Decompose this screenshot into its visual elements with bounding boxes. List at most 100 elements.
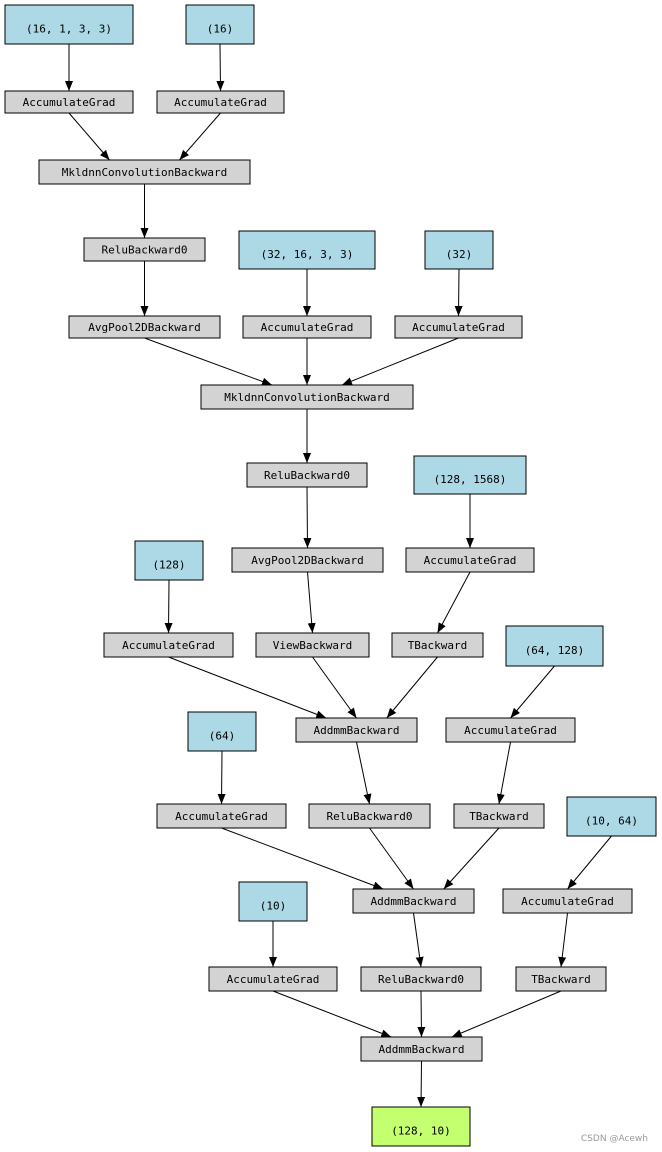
node-label: (64) — [209, 730, 236, 743]
op-node: AccumulateGrad — [103, 632, 234, 658]
edge-arrow — [341, 337, 459, 386]
op-node: ReluBackward0 — [246, 462, 368, 488]
node-box — [566, 796, 657, 837]
node-label: (32, 16, 3, 3) — [261, 248, 354, 261]
node-label: AvgPool2DBackward — [251, 554, 364, 567]
edge-arrow — [496, 741, 511, 805]
node-box — [360, 1036, 483, 1062]
node-box — [505, 625, 604, 667]
edge-arrow — [144, 337, 273, 386]
edge-arrow — [303, 486, 312, 549]
edge-arrow — [437, 571, 471, 634]
node-label: MkldnnConvolutionBackward — [62, 166, 228, 179]
op-node: AddmmBackward — [360, 1036, 483, 1062]
node-box — [391, 632, 484, 658]
edge-arrow — [216, 43, 225, 92]
node-box — [515, 966, 607, 992]
node-box — [238, 881, 308, 922]
edge-arrow — [567, 835, 612, 890]
node-label: (128, 10) — [391, 1125, 451, 1138]
node-label: (10) — [260, 900, 287, 913]
node-box — [445, 717, 576, 743]
node-box — [371, 1106, 471, 1147]
node-box — [308, 803, 431, 829]
edge-arrow — [356, 741, 372, 805]
node-box — [360, 966, 482, 992]
op-node: AccumulateGrad — [445, 717, 576, 743]
edge-arrow — [307, 571, 316, 634]
edge-arrow — [443, 827, 500, 890]
edge-arrow — [386, 656, 438, 719]
node-label: TBackward — [469, 810, 529, 823]
op-node: TBackward — [515, 966, 607, 992]
op-node: AvgPool2DBackward — [231, 547, 384, 573]
op-node: AccumulateGrad — [394, 315, 523, 339]
param-node: (16, 1, 3, 3) — [4, 4, 134, 45]
node-box — [4, 90, 134, 114]
node-label: TBackward — [408, 639, 468, 652]
node-box — [238, 230, 376, 270]
op-node: AccumulateGrad — [156, 90, 285, 114]
param-node: (32) — [424, 230, 494, 270]
node-label: (16) — [207, 23, 234, 36]
param-node: (32, 16, 3, 3) — [238, 230, 376, 270]
node-label: MkldnnConvolutionBackward — [224, 391, 390, 404]
node-label: (10, 64) — [585, 815, 638, 828]
watermark-text: CSDN @Acewh — [580, 1134, 648, 1144]
edge-arrow — [417, 1060, 426, 1108]
op-node: ReluBackward0 — [360, 966, 482, 992]
edge-arrow — [558, 912, 568, 968]
node-box — [156, 803, 287, 829]
op-node: MkldnnConvolutionBackward — [200, 384, 414, 410]
node-label: (64, 128) — [525, 644, 585, 657]
edge-arrow — [221, 827, 384, 890]
node-box — [4, 4, 134, 45]
param-node: (10, 64) — [566, 796, 657, 837]
node-label: AddmmBackward — [313, 724, 399, 737]
node-box — [38, 159, 251, 185]
node-label: AccumulateGrad — [424, 554, 517, 567]
op-node: AddmmBackward — [295, 717, 418, 743]
param-node: (64) — [187, 711, 257, 752]
op-node: MkldnnConvolutionBackward — [38, 159, 251, 185]
node-box — [394, 315, 523, 339]
edge-arrow — [272, 990, 392, 1038]
op-node: AvgPool2DBackward — [68, 315, 221, 339]
param-node: (10) — [238, 881, 308, 922]
node-box — [68, 315, 221, 339]
node-box — [134, 540, 204, 581]
node-label: AccumulateGrad — [174, 96, 267, 109]
edge-arrow — [417, 990, 426, 1038]
node-label: (128, 1568) — [434, 473, 507, 486]
node-label: AddmmBackward — [370, 895, 456, 908]
node-label: AccumulateGrad — [175, 810, 268, 823]
node-box — [424, 230, 494, 270]
node-box — [413, 455, 527, 495]
node-label: AccumulateGrad — [261, 321, 354, 334]
node-label: (32) — [446, 248, 473, 261]
node-box — [103, 632, 234, 658]
edge-arrow — [164, 579, 173, 634]
node-label: AccumulateGrad — [23, 96, 116, 109]
node-label: AccumulateGrad — [412, 321, 505, 334]
node-box — [187, 711, 257, 752]
edge-arrow — [413, 912, 424, 968]
node-box — [208, 966, 338, 992]
op-node: AccumulateGrad — [405, 547, 535, 573]
edge-arrow — [510, 665, 555, 719]
op-node: ReluBackward0 — [308, 803, 431, 829]
node-box — [502, 888, 633, 914]
op-node: TBackward — [391, 632, 484, 658]
param-node: (16) — [185, 4, 255, 45]
node-label: TBackward — [531, 973, 591, 986]
node-label: AvgPool2DBackward — [88, 321, 201, 334]
node-label: (16, 1, 3, 3) — [26, 23, 112, 36]
node-label: AccumulateGrad — [521, 895, 614, 908]
op-node: AccumulateGrad — [4, 90, 134, 114]
edge-arrow — [68, 112, 110, 161]
node-box — [295, 717, 418, 743]
param-node: (128) — [134, 540, 204, 581]
edge-arrow — [454, 268, 463, 317]
